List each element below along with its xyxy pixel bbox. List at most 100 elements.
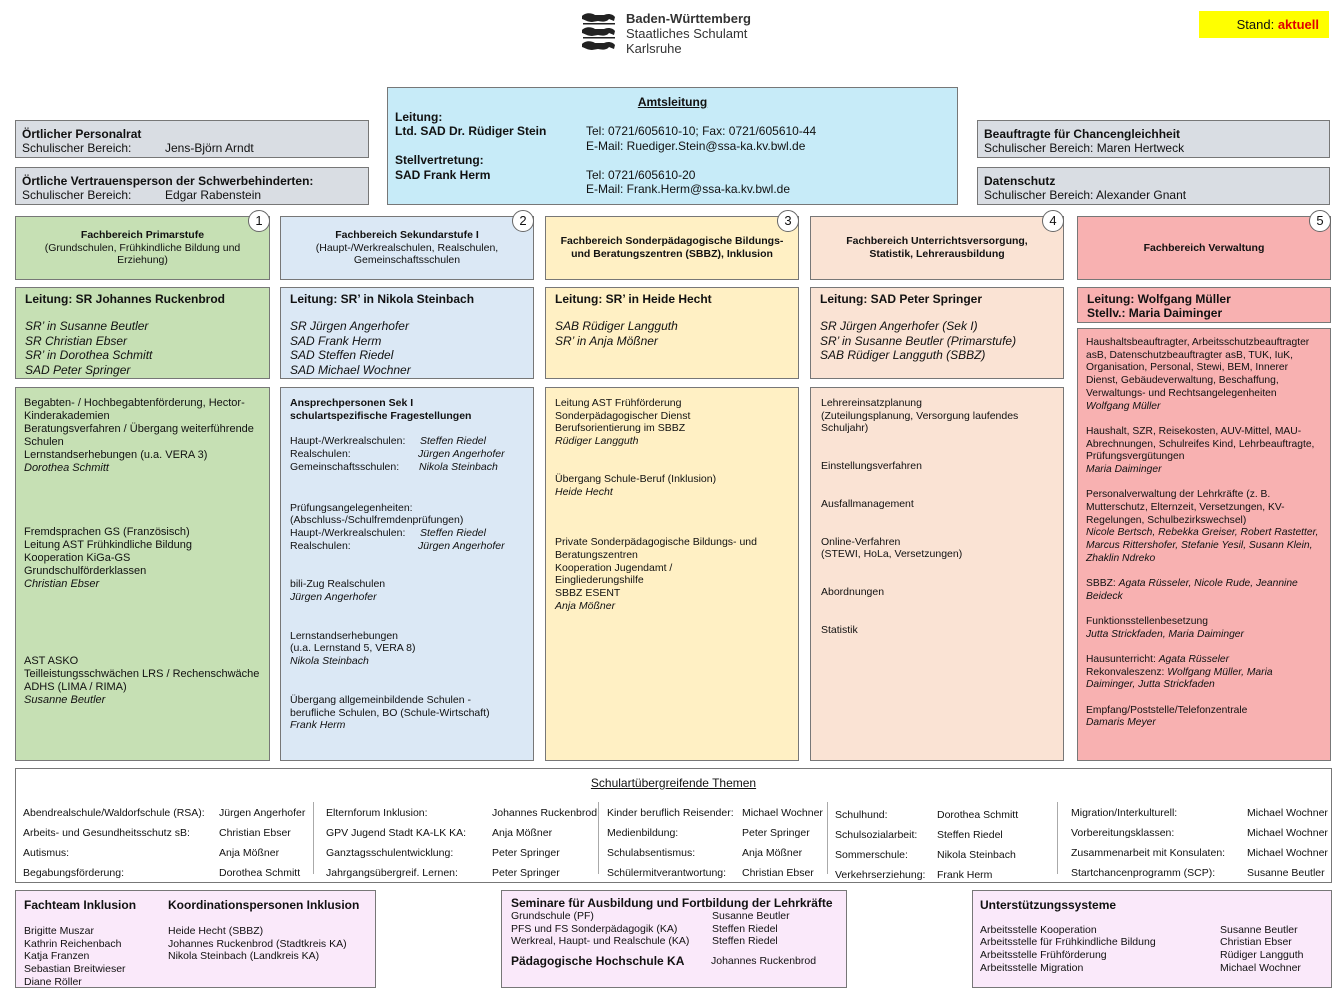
fachteam-list: Brigitte Muszar Kathrin Reichenbach Katj… <box>24 925 126 989</box>
themen-label: Jahrgangsübergreif. Lernen: <box>326 867 458 879</box>
themen-divider <box>827 802 828 874</box>
aufgabe-text: Teilleistungsschwächen LRS / Rechenschwä… <box>24 668 260 680</box>
ansprechpersonen-heading: Ansprechpersonen Sek I schulartspezifisc… <box>290 397 472 422</box>
themen-box: Schulartübergreifende Themen Abendrealsc… <box>15 768 1332 883</box>
fachbereich-2-number: 2 <box>512 210 534 232</box>
aufgabe-label: Rekonvaleszenz: <box>1086 666 1168 678</box>
themen-label: Autismus: <box>23 847 70 859</box>
arbeitsstelle-label: Arbeitsstelle für Frühkindliche Bildung <box>980 936 1156 949</box>
lernstand-person: Nikola Steinbach <box>290 655 369 668</box>
schulart-person: Steffen Riedel <box>420 435 486 448</box>
fachbereich-1-sub: (Grundschulen, Frühkindliche Bildung und… <box>44 241 241 267</box>
themen-person: Nikola Steinbach <box>937 849 1016 861</box>
vertrauensperson-box: Örtliche Vertrauensperson der Schwerbehi… <box>15 167 369 205</box>
bili-zug-person: Jürgen Angerhofer <box>290 591 377 604</box>
aufgabe-text: Beratungsverfahren / Übergang weiterführ… <box>24 423 254 448</box>
aufgabe-text: Übergang Schule-Beruf (Inklusion) <box>555 472 717 485</box>
lions-emblem-icon <box>582 13 615 50</box>
themen-label: Schulhund: <box>835 809 888 821</box>
personalrat-box: Örtlicher Personalrat Schulischer Bereic… <box>15 120 369 158</box>
aufgabe-text: Ausfallmanagement <box>821 497 914 510</box>
fachbereich-1-aufgaben: Begabten- / Hochbegabtenförderung, Hecto… <box>15 387 270 761</box>
themen-person: Michael Wochner <box>1247 847 1328 859</box>
datenschutz-title: Datenschutz <box>984 174 1056 188</box>
arbeitsstelle-label: Arbeitsstelle Frühförderung <box>980 949 1107 962</box>
pruefung-heading: Prüfungsangelegenheiten: <box>290 501 413 514</box>
aufgabe-text: Online-Verfahren <box>821 535 901 548</box>
themen-person: Peter Springer <box>492 867 560 879</box>
seminar-person: Steffen Riedel <box>712 935 778 948</box>
themen-label: Schülermitverantwortung: <box>607 867 727 879</box>
fachbereich-3-leitung-name: Leitung: SR’ in Heide Hecht <box>555 292 712 306</box>
seminar-person: Steffen Riedel <box>712 922 778 935</box>
aufgabe-person: Dorothea Schmitt <box>24 462 109 474</box>
themen-divider <box>313 802 314 874</box>
leitung-label: Leitung: <box>395 109 443 124</box>
fachbereich-4-leitung-name: Leitung: SAD Peter Springer <box>820 292 983 306</box>
aufgabe-text: SBBZ ESENT <box>555 587 621 600</box>
themen-person: Susanne Beutler <box>1247 867 1325 879</box>
fachbereich-5-aufgaben: Haushaltsbeauftragter, Arbeitsschutzbeau… <box>1077 328 1331 761</box>
schulart-label: Haupt-/Werkrealschulen: <box>290 435 406 448</box>
aufgabe-person: Damaris Meyer <box>1086 717 1156 729</box>
aufgabe-label: SBBZ: <box>1086 578 1119 590</box>
aufgabe-person: Rüdiger Langguth <box>555 435 639 448</box>
pruefung-sub: (Abschluss-/Schulfremdenprüfungen) <box>290 514 464 527</box>
themen-label: Vorbereitungsklassen: <box>1071 827 1175 839</box>
personalrat-name: Jens-Björn Arndt <box>165 141 254 155</box>
fachbereich-4-leitung: Leitung: SAD Peter Springer SR Jürgen An… <box>810 287 1064 379</box>
fachbereich-2-sub: (Haupt-/Werkrealschulen, Realschulen, Ge… <box>315 241 499 267</box>
fachbereich-4-title: Fachbereich Unterrichtsversorgung, Stati… <box>846 235 1028 260</box>
themen-label: Schulsozialarbeit: <box>835 829 918 841</box>
fachbereich-1-header: Fachbereich Primarstufe (Grundschulen, F… <box>15 210 270 280</box>
themen-label: Begabungsförderung: <box>23 867 124 879</box>
seminar-label: PFS und FS Sonderpädagogik (KA) <box>511 922 678 935</box>
aufgabe-person: Christian Ebser <box>24 578 100 590</box>
themen-label: Migration/Interkulturell: <box>1071 807 1178 819</box>
aufgabe-text: Einstellungsverfahren <box>821 460 922 473</box>
staff-member: SR’ in Dorothea Schmitt <box>25 348 153 362</box>
fachbereich-3-title: Fachbereich Sonderpädagogische Bildungs-… <box>560 235 784 260</box>
aufgabe-person: Heide Hecht <box>555 485 613 498</box>
vertrauensperson-name: Edgar Rabenstein <box>165 188 262 202</box>
staff-member: SAD Michael Wochner <box>290 362 411 377</box>
stand-badge: Stand: aktuell <box>1199 11 1329 38</box>
aufgabe-person: Agata Rüsseler, Nicole Rude, Jeannine Be… <box>1086 578 1298 602</box>
fachbereich-5-leitung: Leitung: Wolfgang Müller Stellv.: Maria … <box>1077 287 1331 323</box>
stv-email: E-Mail: Frank.Herm@ssa-ka.kv.bwl.de <box>586 182 790 196</box>
themen-person: Steffen Riedel <box>937 829 1003 841</box>
leitung-email: E-Mail: Ruediger.Stein@ssa-ka.kv.bwl.de <box>586 138 806 153</box>
themen-label: Arbeits- und Gesundheitsschutz sB: <box>23 827 190 839</box>
aufgabe-text: Funktionsstellenbesetzung <box>1086 616 1208 628</box>
datenschutz-text: Schulischer Bereich: Alexander Gnant <box>984 188 1187 202</box>
themen-label: Ganztagsschulentwicklung: <box>326 847 454 859</box>
themen-label: GPV Jugend Stadt KA-LK KA: <box>326 827 467 839</box>
aufgabe-person: Jutta Strickfaden, Maria Daiminger <box>1086 628 1244 640</box>
chancengleichheit-title: Beauftragte für Chancengleichheit <box>984 127 1181 141</box>
fachbereich-5-number: 5 <box>1309 210 1331 232</box>
stand-value: aktuell <box>1277 17 1319 32</box>
themen-label: Verkehrserziehung: <box>835 869 926 881</box>
aufgabe-person: Anja Mößner <box>555 599 616 612</box>
fachbereich-1-title: Fachbereich Primarstufe <box>80 228 205 241</box>
aufgabe-text: Fremdsprachen GS (Französisch) <box>24 526 190 538</box>
staff-member: SAB Rüdiger Langguth <box>555 319 678 333</box>
lernstand-text: Lernstandserhebungen <box>290 629 399 642</box>
themen-person: Christian Ebser <box>219 827 291 839</box>
schulart-person: Steffen Riedel <box>420 526 486 539</box>
themen-label: Zusammenarbeit mit Konsulaten: <box>1071 847 1226 859</box>
fachbereich-3-header: Fachbereich Sonderpädagogische Bildungs-… <box>545 210 799 280</box>
themen-label: Startchancenprogramm (SCP): <box>1071 867 1216 879</box>
fachbereich-5-stellvertretung: Stellv.: Maria Daiminger <box>1087 306 1223 320</box>
schulart-label: Realschulen: <box>290 539 351 552</box>
fachbereich-2-leitung: Leitung: SR’ in Nikola Steinbach SR Jürg… <box>280 287 534 379</box>
themen-person: Michael Wochner <box>742 807 823 819</box>
aufgabe-person: Nicole Bertsch, Rebekka Greiser, Robert … <box>1086 527 1319 564</box>
themen-label: Sommerschule: <box>835 849 908 861</box>
uebergang-text: Übergang allgemeinbildende Schulen - <box>290 693 471 706</box>
arbeitsstelle-person: Susanne Beutler <box>1220 923 1298 936</box>
aufgabe-text: ADHS (LIMA / RIMA) <box>24 681 127 693</box>
ph-person: Johannes Ruckenbrod <box>711 955 817 968</box>
koordination-list: Heide Hecht (SBBZ) Johannes Ruckenbrod (… <box>168 925 347 963</box>
org-subtitle: Staatliches Schulamt <box>626 26 748 41</box>
